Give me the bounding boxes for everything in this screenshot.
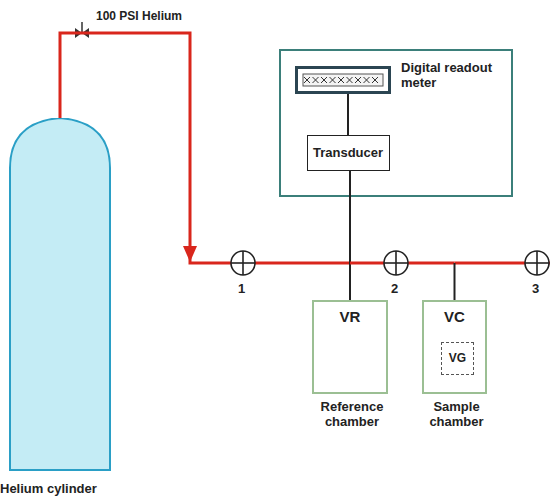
meter-housing	[280, 50, 512, 196]
chamber-label: Reference chamber	[306, 400, 398, 430]
callout-number: 1	[238, 282, 245, 296]
chamber-label: Sample chamber	[411, 400, 503, 430]
display-screen	[295, 66, 391, 94]
volume-symbol: VC	[424, 308, 485, 325]
display-frame	[297, 68, 390, 93]
regulator-valve	[75, 22, 89, 38]
display-digit	[355, 77, 361, 83]
box-label: Transducer	[313, 146, 383, 161]
callout-number: 3	[532, 282, 539, 296]
cylinder-outline	[0, 118, 130, 501]
volume-symbol: VR	[314, 308, 386, 325]
display-digit	[321, 77, 327, 83]
display-digit	[347, 77, 353, 83]
reference-chamber: VRReference chamber	[312, 300, 388, 394]
pipe-connector	[350, 171, 351, 300]
display-digit	[304, 77, 310, 83]
sample-volume: VG	[441, 342, 474, 375]
display-digit	[330, 77, 336, 83]
cylinder-label: Helium cylinder	[0, 482, 97, 497]
display-digit	[338, 77, 344, 83]
display-window	[303, 74, 383, 86]
display-digit	[364, 77, 370, 83]
volume-symbol: VG	[449, 352, 466, 366]
callout-number: 2	[391, 282, 398, 296]
readout-display: Digital readout meter	[295, 66, 391, 94]
shutoff-valve	[384, 251, 408, 275]
pipe-connector	[348, 94, 349, 135]
display-digit	[372, 77, 378, 83]
display-digit	[313, 77, 319, 83]
sample-chamber: VCSample chamberVG	[422, 300, 487, 394]
transducer-box: Transducer	[307, 135, 390, 171]
shutoff-valve	[231, 251, 255, 275]
supply-pressure-label: 100 PSI Helium	[96, 10, 182, 23]
shutoff-valve	[525, 251, 549, 275]
meter-label: Digital readout meter	[401, 61, 496, 91]
gas-cylinder: Helium cylinder	[0, 118, 130, 501]
cylinder-body	[10, 118, 110, 470]
